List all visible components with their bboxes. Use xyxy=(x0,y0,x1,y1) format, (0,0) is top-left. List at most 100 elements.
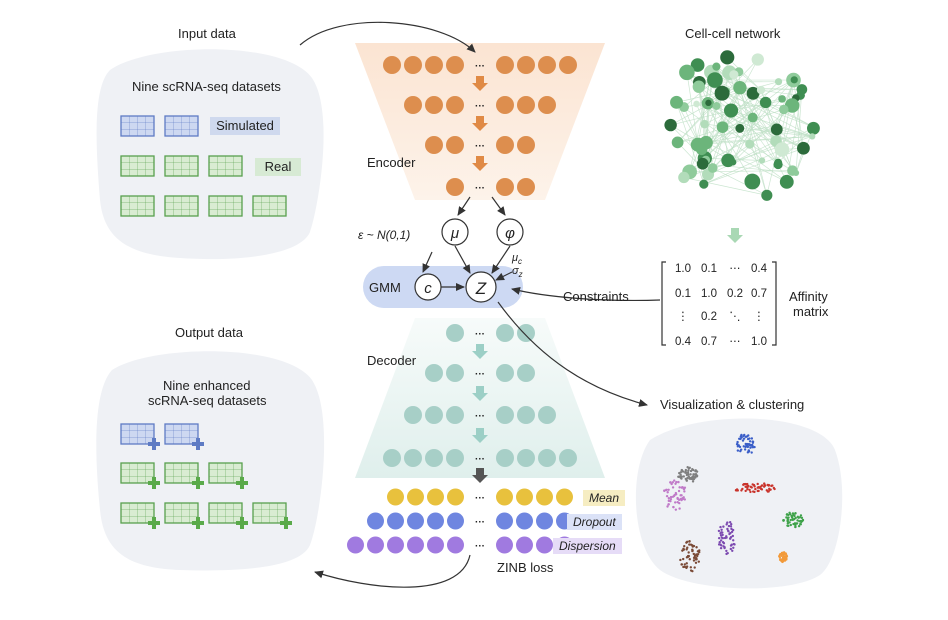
cluster-point xyxy=(737,449,739,451)
gmm-label: GMM xyxy=(369,280,401,295)
dispersion-row-node xyxy=(427,537,444,554)
dropout-row-node xyxy=(427,513,444,530)
mean-row-node xyxy=(387,489,404,506)
cluster-point xyxy=(689,477,691,479)
cluster-point xyxy=(694,476,696,478)
decoder-row-4-node xyxy=(404,449,422,467)
encoder-row-2-node xyxy=(538,96,556,114)
cluster-point xyxy=(692,480,694,482)
cluster-point xyxy=(722,537,724,539)
network-node xyxy=(713,102,721,110)
network-node xyxy=(775,142,789,156)
network-node xyxy=(670,96,683,109)
cluster-point xyxy=(688,540,690,542)
decoder-row-4-node xyxy=(538,449,556,467)
cluster-point xyxy=(666,495,668,497)
matrix-cell: 0.4 xyxy=(751,263,768,275)
mean-row-node xyxy=(447,489,464,506)
cluster-point xyxy=(752,441,754,443)
cluster-point xyxy=(785,558,787,560)
matrix-cell: 0.1 xyxy=(701,263,717,275)
encoder-row-4-node xyxy=(517,178,535,196)
cluster-point xyxy=(733,543,735,545)
cluster-point xyxy=(781,558,783,560)
dispersion-row-node xyxy=(496,537,513,554)
cluster-point xyxy=(668,500,670,502)
constraints-label: Constraints xyxy=(563,289,629,304)
decoder-row-2-node xyxy=(496,364,514,382)
cluster-point xyxy=(719,526,721,528)
cluster-point xyxy=(686,474,688,476)
dropout-row-node xyxy=(447,513,464,530)
decoder-row-2-node xyxy=(517,364,535,382)
affinity-label-line2: matrix xyxy=(793,304,828,319)
decoder-row-3-node xyxy=(404,406,422,424)
cluster-point xyxy=(727,530,729,532)
matrix-cell: 0.7 xyxy=(751,288,767,300)
dropout-row-node xyxy=(367,513,384,530)
cluster-point xyxy=(678,502,680,504)
cluster-point xyxy=(787,522,789,524)
network-node xyxy=(778,95,786,103)
cluster-point xyxy=(792,523,794,525)
encoder-row-2-node xyxy=(404,96,422,114)
dropout-row-node xyxy=(407,513,424,530)
cluster-point xyxy=(667,489,669,491)
decoder-row-3-node xyxy=(538,406,556,424)
cluster-point xyxy=(686,547,688,549)
cluster-point xyxy=(696,470,698,472)
decoder-row-3-node xyxy=(446,406,464,424)
dropout-row-node xyxy=(387,513,404,530)
encoder-row-3-dots: ··· xyxy=(475,141,485,152)
cluster-point xyxy=(735,489,737,491)
encoder-row-4-node xyxy=(446,178,464,196)
cluster-point xyxy=(736,441,738,443)
network-title: Cell-cell network xyxy=(685,26,780,41)
affinity-label-line1: Affinity xyxy=(789,289,828,304)
cluster-point xyxy=(732,547,734,549)
decoder-row-3-node xyxy=(496,406,514,424)
cluster-point xyxy=(800,523,802,525)
cluster-point xyxy=(689,473,691,475)
cluster-point xyxy=(677,498,679,500)
decoder-row-4-dots: ··· xyxy=(475,454,485,465)
network-node xyxy=(744,174,760,190)
cluster-point xyxy=(766,484,768,486)
cluster-point xyxy=(739,450,741,452)
cluster-point xyxy=(796,519,798,521)
matrix-cell: ⋯ xyxy=(729,263,741,275)
cluster-point xyxy=(698,549,700,551)
cluster-point xyxy=(672,496,674,498)
cluster-point xyxy=(690,470,692,472)
cluster-point xyxy=(720,529,722,531)
cluster-point xyxy=(681,469,683,471)
dropout-row-dots: ··· xyxy=(475,517,485,528)
encoder-row-1-node xyxy=(559,56,577,74)
simulated-label: Simulated xyxy=(210,117,280,135)
cluster-point xyxy=(747,438,749,440)
network-node xyxy=(780,175,794,189)
cluster-point xyxy=(678,486,680,488)
cluster-point xyxy=(742,484,744,486)
cluster-point xyxy=(750,451,752,453)
cluster-point xyxy=(754,488,756,490)
cluster-point xyxy=(756,483,758,485)
cluster-point xyxy=(745,436,747,438)
cluster-point xyxy=(720,544,722,546)
cluster-point xyxy=(674,483,676,485)
sigma-z-label: σz xyxy=(512,265,523,279)
cluster-point xyxy=(786,520,788,522)
encoder-row-1-node xyxy=(517,56,535,74)
output-title: Output data xyxy=(175,325,243,340)
viz-panel xyxy=(636,418,842,588)
epsilon-label: ε ~ N(0,1) xyxy=(358,228,410,242)
matrix-cell: 1.0 xyxy=(751,336,767,348)
dispersion-row-node xyxy=(367,537,384,554)
cluster-point xyxy=(681,497,683,499)
cluster-point xyxy=(668,497,670,499)
mean-row-dots: ··· xyxy=(475,493,485,504)
encoder-row-3-node xyxy=(517,136,535,154)
dropout-label: Dropout xyxy=(567,514,622,530)
cluster-point xyxy=(802,519,804,521)
network-node xyxy=(774,159,782,167)
